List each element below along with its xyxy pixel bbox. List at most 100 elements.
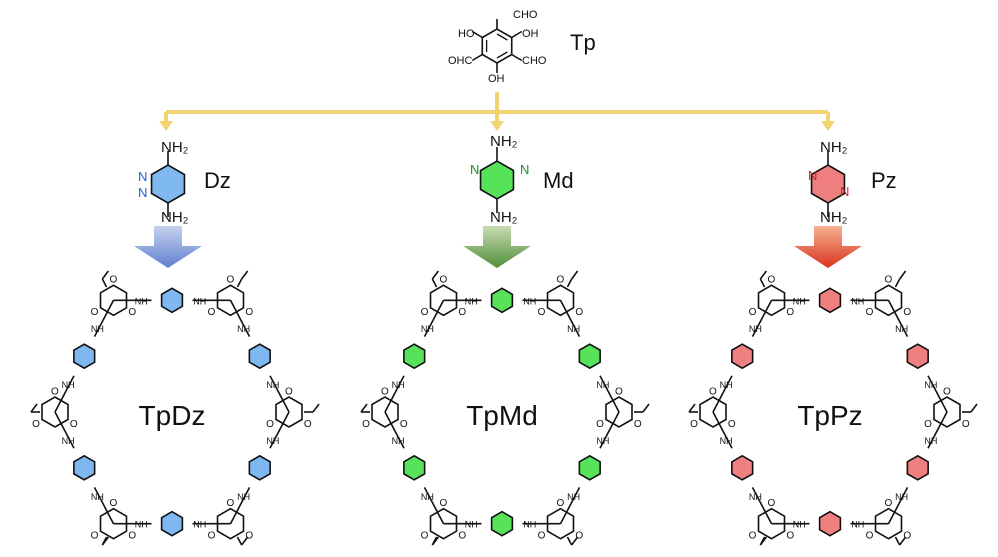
core-ring xyxy=(429,507,458,540)
carbonyl-o-label: O xyxy=(32,419,40,430)
carbonyl-o-label: O xyxy=(128,531,136,542)
nh-label: NH xyxy=(851,520,864,530)
reaction-arrow-dz xyxy=(134,226,202,268)
carbonyl-o-label: O xyxy=(575,531,583,542)
dz-n-1: N xyxy=(138,169,147,184)
nh-label: NH xyxy=(266,436,279,446)
nh-label: NH xyxy=(392,436,405,446)
tp-double-bond xyxy=(496,51,508,59)
linker-ring xyxy=(578,343,601,370)
outward-bond xyxy=(101,278,108,288)
core-ring xyxy=(99,284,128,317)
core-ring xyxy=(757,284,786,317)
carbonyl-o-label: O xyxy=(924,419,932,430)
nh-label: NH xyxy=(135,296,148,306)
linker-bond xyxy=(712,411,733,449)
nh-label: NH xyxy=(266,380,279,390)
monomer-pz: NH₂ NH₂ N N Pz xyxy=(808,139,897,226)
linker-bond xyxy=(269,375,290,413)
outward-bond xyxy=(759,278,766,288)
carbonyl-o-label: O xyxy=(266,419,274,430)
core-ring xyxy=(874,507,903,540)
linker-bond xyxy=(384,375,405,413)
tp-bond-ne xyxy=(511,30,523,39)
carbonyl-o-label: O xyxy=(943,386,951,397)
outward-bond xyxy=(570,536,579,546)
nh-label: NH xyxy=(924,380,937,390)
nh-label: NH xyxy=(749,492,762,502)
tpmd-label: TpMd xyxy=(466,400,538,431)
linker-ring xyxy=(906,343,929,370)
nh-label: NH xyxy=(523,520,536,530)
linker-bond xyxy=(229,487,251,525)
outward-bond xyxy=(431,536,440,546)
carbonyl-o-label: O xyxy=(538,307,546,318)
tp-bond-se xyxy=(511,53,523,62)
outward-bond xyxy=(642,403,650,413)
nh-label: NH xyxy=(567,492,580,502)
nh-label: NH xyxy=(851,296,864,306)
outward-bond xyxy=(898,536,907,546)
dz-label: Dz xyxy=(204,168,231,193)
carbonyl-o-label: O xyxy=(381,386,389,397)
tp-double-bond xyxy=(496,33,508,41)
outward-bond xyxy=(360,403,368,413)
reaction-arrow-md xyxy=(463,226,531,268)
pz-n-1: N xyxy=(808,168,817,183)
linker-bond xyxy=(54,411,75,449)
nh-label: NH xyxy=(596,380,609,390)
core-ring xyxy=(99,507,128,540)
tppz-label: TpPz xyxy=(797,400,862,431)
outward-bond xyxy=(894,536,901,546)
tp-group-oh-bottom: OH xyxy=(488,73,505,85)
tp-group-ho-left: HO xyxy=(458,28,475,40)
tp-bond-sw xyxy=(471,53,483,62)
outward-bond xyxy=(240,270,249,280)
linker-bond xyxy=(599,411,620,449)
down-arrow-shape xyxy=(794,226,862,268)
outward-bond xyxy=(236,278,243,288)
nh-label: NH xyxy=(421,324,434,334)
carbonyl-o-label: O xyxy=(690,419,698,430)
carbonyl-o-label: O xyxy=(903,531,911,542)
md-n-2: N xyxy=(520,162,529,177)
carbonyl-o-label: O xyxy=(709,386,717,397)
outward-bond xyxy=(240,536,249,546)
linker-ring xyxy=(248,343,271,370)
carbonyl-o-label: O xyxy=(962,419,970,430)
outward-bond xyxy=(970,403,978,413)
carbonyl-o-label: O xyxy=(866,531,874,542)
linker-bond xyxy=(599,375,620,413)
tp-group-cho-right: CHO xyxy=(522,55,547,67)
carbonyl-o-label: O xyxy=(400,419,408,430)
carbonyl-o-label: O xyxy=(245,307,253,318)
md-label: Md xyxy=(543,168,574,193)
tp-group-cho-top: CHO xyxy=(513,9,538,21)
core-ring xyxy=(371,396,399,428)
linker-ring xyxy=(403,454,426,481)
nh-label: NH xyxy=(62,380,75,390)
linker-ring xyxy=(73,343,96,370)
linker-bond xyxy=(751,487,773,525)
linker-bond xyxy=(423,487,445,525)
linker-bond xyxy=(559,487,581,525)
nh-label: NH xyxy=(720,436,733,446)
nh-label: NH xyxy=(193,296,206,306)
nh-label: NH xyxy=(392,380,405,390)
carbonyl-o-label: O xyxy=(866,307,874,318)
tp-group-oh-right: OH xyxy=(522,28,539,40)
outward-bond xyxy=(570,270,579,280)
linker-ring xyxy=(578,454,601,481)
carbonyl-o-label: O xyxy=(421,531,429,542)
linker-bond xyxy=(751,299,773,337)
carbonyl-o-label: O xyxy=(91,307,99,318)
core-ring xyxy=(216,507,245,540)
tp-monomer: CHO HO OH OHC CHO OH Tp xyxy=(448,9,596,85)
nh-label: NH xyxy=(465,296,478,306)
core-ring xyxy=(429,284,458,317)
